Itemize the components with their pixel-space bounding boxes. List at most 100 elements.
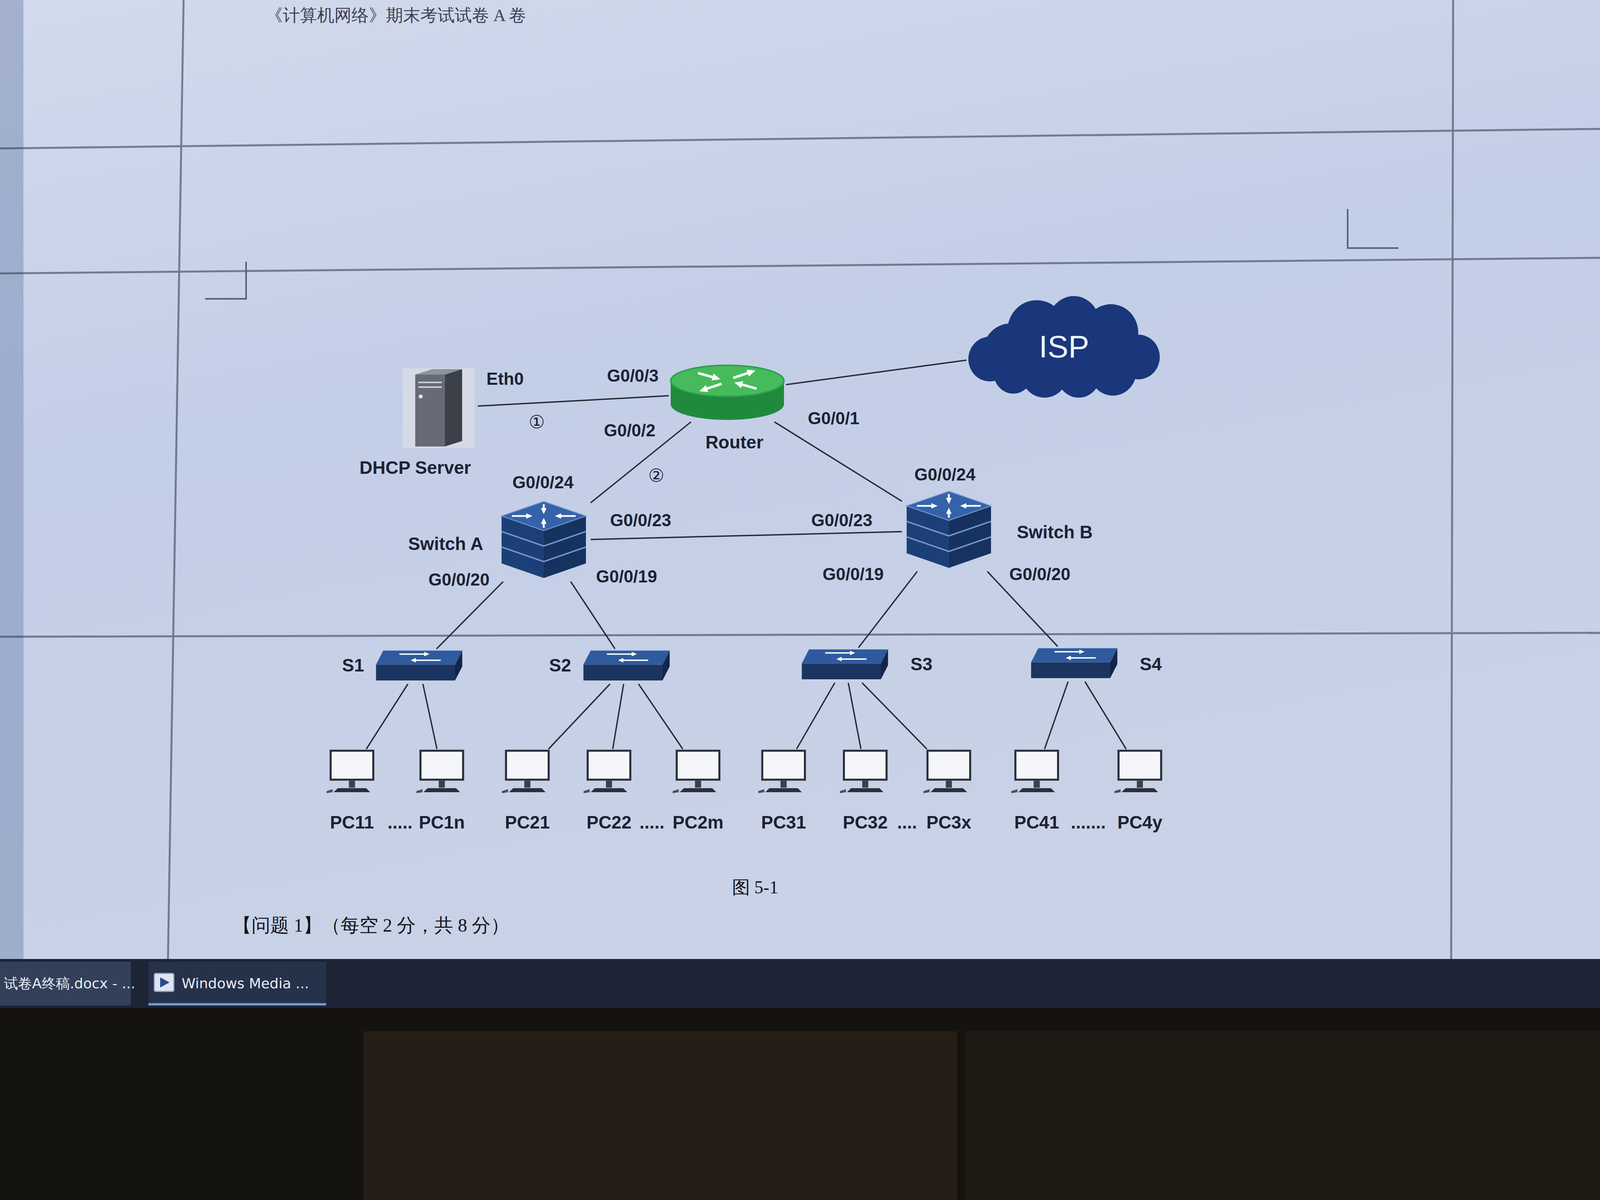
pc-icon — [672, 749, 724, 795]
drawing-part — [946, 507, 952, 515]
device-label: PC31 — [760, 812, 806, 833]
drawing-part — [963, 505, 981, 508]
network-link — [570, 581, 615, 649]
pc-device: PC11 — [326, 749, 378, 795]
network-link — [548, 683, 610, 750]
drawing-part — [418, 386, 442, 388]
drawing-part — [699, 385, 709, 393]
drawing-part — [946, 498, 952, 505]
cloud-label: ISP — [1039, 328, 1090, 365]
drawing-part — [0, 632, 1600, 637]
drawing-part — [846, 787, 884, 792]
pc-icon — [1114, 749, 1166, 795]
drawing-part — [931, 503, 938, 509]
projected-screen — [0, 0, 1600, 961]
drawing-part — [416, 789, 423, 793]
drawing-part — [606, 651, 649, 663]
device-label: Router — [705, 432, 764, 453]
drawing-part — [1118, 750, 1161, 780]
dots-text: .... — [896, 812, 917, 833]
drawing-part — [676, 750, 720, 780]
drawing-part — [916, 494, 981, 518]
port-label: G0/0/19 — [822, 564, 884, 585]
l3-icon — [496, 499, 591, 582]
device-label: S1 — [342, 655, 365, 676]
pc-device: PC31 — [758, 749, 809, 795]
sw-device: S2 — [581, 648, 672, 684]
drawing-part — [927, 750, 970, 780]
drawing-part — [423, 787, 461, 792]
drawing-part — [541, 517, 547, 525]
drawing-part — [631, 651, 637, 657]
pc-device: PC1n — [416, 749, 468, 795]
port-label: G0/0/20 — [1009, 564, 1071, 585]
network-link — [785, 360, 967, 385]
q-text: 【问题 1】（每空 2 分，共 8 分） — [232, 914, 510, 936]
l3-device: Switch B — [901, 489, 996, 572]
drawing-part — [348, 780, 356, 788]
network-link — [638, 683, 683, 750]
sw-device: S3 — [800, 647, 890, 683]
network-link — [423, 683, 438, 750]
network-link — [477, 395, 669, 406]
drawing-part — [524, 780, 531, 788]
drawing-part — [444, 369, 463, 447]
drawing-part — [1114, 789, 1121, 793]
drawing-part — [916, 505, 934, 508]
device-label: PC11 — [330, 812, 375, 833]
drawing-part — [801, 649, 889, 664]
device-label: PC21 — [504, 812, 550, 833]
drawing-part — [836, 656, 842, 662]
drawing-part — [376, 650, 463, 665]
port-label: G0/0/24 — [914, 464, 976, 485]
sw-icon — [374, 648, 465, 684]
drawing-part — [825, 650, 867, 662]
doc-text: 《计算机网络》期末考试试卷 A 卷 — [265, 5, 527, 26]
drawing-part — [605, 780, 613, 788]
drawing-part — [679, 787, 717, 792]
sw-icon — [581, 648, 672, 684]
network-link — [774, 421, 902, 502]
drawing-part — [617, 657, 624, 663]
wall-panel — [363, 1031, 958, 1200]
network-link — [366, 683, 408, 750]
drawing-part — [672, 789, 679, 793]
drawing-part — [415, 374, 445, 447]
drawing-part — [1065, 655, 1071, 661]
drawing-part — [508, 787, 546, 792]
pc-device: PC41 — [1011, 749, 1063, 795]
sw-device: S4 — [1029, 646, 1120, 682]
pc-icon — [326, 749, 378, 795]
drawing-part — [825, 652, 852, 654]
drawing-part — [765, 787, 802, 792]
drawing-part — [945, 780, 952, 788]
drawing-part — [0, 257, 1600, 274]
pc-device: PC4y — [1114, 749, 1166, 795]
drawing-part — [621, 659, 649, 661]
network-link — [590, 531, 902, 540]
port-label: G0/0/2 — [603, 420, 656, 441]
l3-device: Switch A — [496, 499, 591, 582]
drawing-part — [558, 515, 576, 518]
network-link — [612, 683, 624, 750]
drawing-part — [420, 750, 463, 780]
cloud-device: ISP — [966, 296, 1162, 398]
drawing-part — [333, 787, 371, 792]
drawing-part — [330, 750, 374, 780]
drawing-part — [968, 296, 1160, 398]
video-wall-bezels — [0, 0, 1600, 959]
network-link — [862, 682, 927, 750]
drawing-part — [399, 651, 441, 663]
drawing-part — [587, 750, 631, 780]
drawing-part — [780, 780, 787, 788]
router-device: Router — [668, 363, 786, 422]
drawing-part — [1054, 651, 1082, 653]
drawing-part — [418, 381, 442, 384]
screen-left-band — [0, 0, 24, 961]
drawing-part — [839, 658, 867, 660]
drawing-part — [906, 521, 992, 536]
network-link — [796, 682, 835, 750]
